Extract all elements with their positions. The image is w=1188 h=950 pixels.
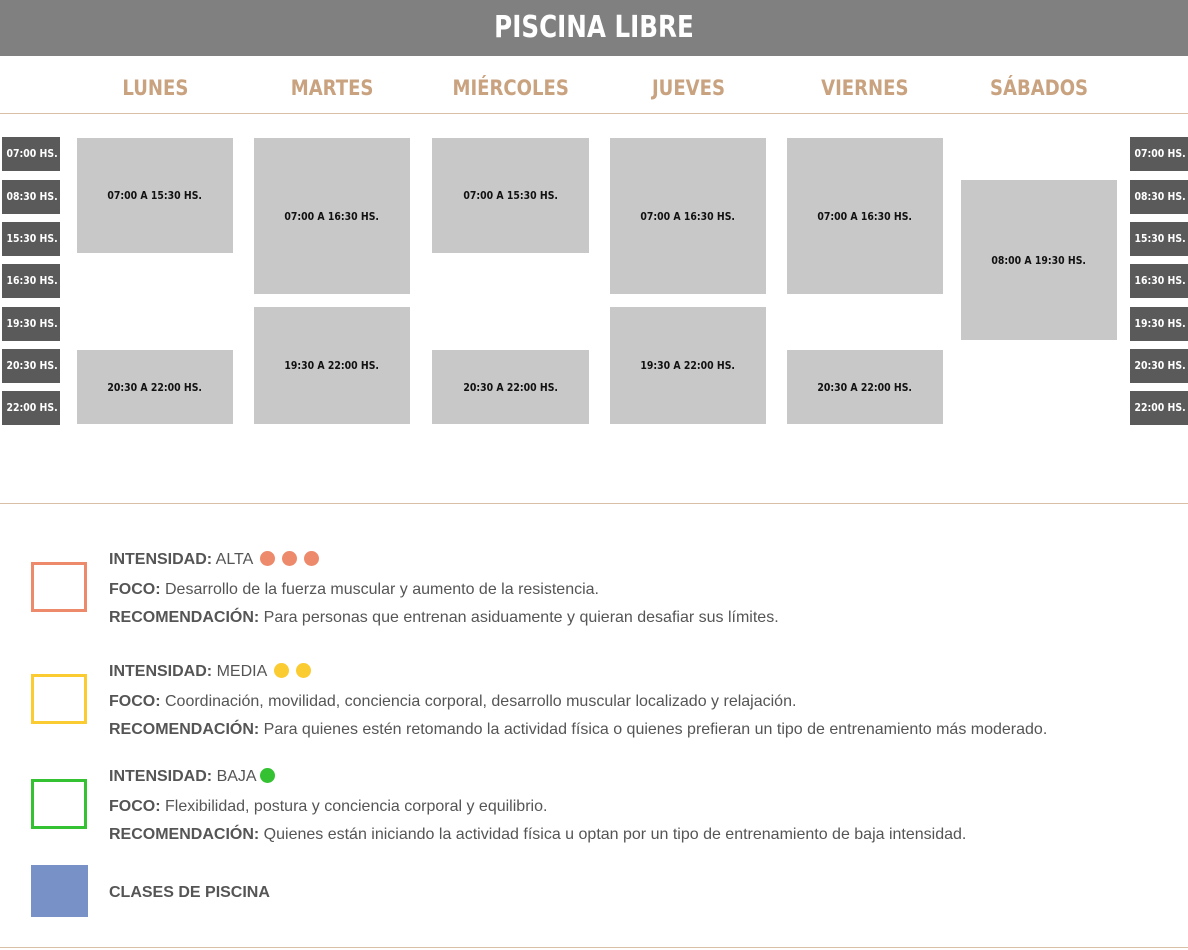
time-label: 07:00 HS. <box>1130 137 1188 171</box>
time-label: 08:30 HS. <box>2 180 60 214</box>
time-label: 07:00 HS. <box>2 137 60 171</box>
time-label: 16:30 HS. <box>1130 264 1188 298</box>
intensity-dot-icon <box>282 551 298 566</box>
legend-recommendation-media: RECOMENDACIÓN: Para quienes estén retoma… <box>109 721 1048 738</box>
schedule-block-miercoles-evening[interactable]: 20:30 A 22:00 HS. <box>432 350 589 424</box>
day-header-miercoles: MIÉRCOLES <box>452 76 570 100</box>
page-title: PISCINA LIBRE <box>106 0 1082 56</box>
divider <box>0 947 1188 948</box>
day-header-martes: MARTES <box>290 76 374 100</box>
legend-focus-baja: FOCO: Flexibilidad, postura y conciencia… <box>109 798 548 815</box>
legend-pool-label: CLASES DE PISCINA <box>109 884 270 901</box>
day-header-sabados: SÁBADOS <box>989 76 1089 100</box>
time-label: 19:30 HS. <box>2 307 60 341</box>
schedule-block-martes-evening[interactable]: 19:30 A 22:00 HS. <box>254 307 410 424</box>
schedule-block-sabados[interactable]: 08:00 A 19:30 HS. <box>961 180 1117 340</box>
schedule-block-viernes-morning[interactable]: 07:00 A 16:30 HS. <box>787 138 943 294</box>
legend-intensity-alta: INTENSIDAD: ALTA <box>109 550 320 570</box>
schedule-block-lunes-morning[interactable]: 07:00 A 15:30 HS. <box>77 138 233 253</box>
divider <box>0 503 1188 504</box>
time-label: 22:00 HS. <box>2 391 60 425</box>
legend-swatch-media <box>31 674 87 724</box>
time-label: 15:30 HS. <box>1130 222 1188 256</box>
intensity-dot-icon <box>304 551 320 566</box>
intensity-dot-icon <box>259 768 275 783</box>
divider <box>0 113 1188 114</box>
day-header-jueves: JUEVES <box>651 76 725 100</box>
schedule-block-jueves-morning[interactable]: 07:00 A 16:30 HS. <box>610 138 766 294</box>
time-label: 19:30 HS. <box>1130 307 1188 341</box>
legend-intensity-media: INTENSIDAD: MEDIA <box>109 662 312 682</box>
intensity-dot-icon <box>274 663 290 678</box>
time-label: 15:30 HS. <box>2 222 60 256</box>
schedule-block-martes-morning[interactable]: 07:00 A 16:30 HS. <box>254 138 410 294</box>
time-label: 20:30 HS. <box>2 349 60 383</box>
schedule-block-jueves-evening[interactable]: 19:30 A 22:00 HS. <box>610 307 766 424</box>
legend-swatch-baja <box>31 779 87 829</box>
time-label: 08:30 HS. <box>1130 180 1188 214</box>
legend-recommendation-baja: RECOMENDACIÓN: Quienes están iniciando l… <box>109 826 967 843</box>
intensity-dot-icon <box>260 551 276 566</box>
legend-focus-alta: FOCO: Desarrollo de la fuerza muscular y… <box>109 581 599 598</box>
legend-intensity-baja: INTENSIDAD: BAJA <box>109 767 275 787</box>
schedule-block-miercoles-morning[interactable]: 07:00 A 15:30 HS. <box>432 138 589 253</box>
intensity-dot-icon <box>296 663 312 678</box>
day-header-lunes: LUNES <box>121 76 188 100</box>
legend-focus-media: FOCO: Coordinación, movilidad, concienci… <box>109 693 797 710</box>
day-header-viernes: VIERNES <box>821 76 909 100</box>
time-label: 16:30 HS. <box>2 264 60 298</box>
legend-swatch-pool <box>31 865 88 917</box>
legend-swatch-alta <box>31 562 87 612</box>
time-label: 20:30 HS. <box>1130 349 1188 383</box>
schedule-block-viernes-evening[interactable]: 20:30 A 22:00 HS. <box>787 350 943 424</box>
schedule-block-lunes-evening[interactable]: 20:30 A 22:00 HS. <box>77 350 233 424</box>
legend-recommendation-alta: RECOMENDACIÓN: Para personas que entrena… <box>109 609 779 626</box>
time-label: 22:00 HS. <box>1130 391 1188 425</box>
